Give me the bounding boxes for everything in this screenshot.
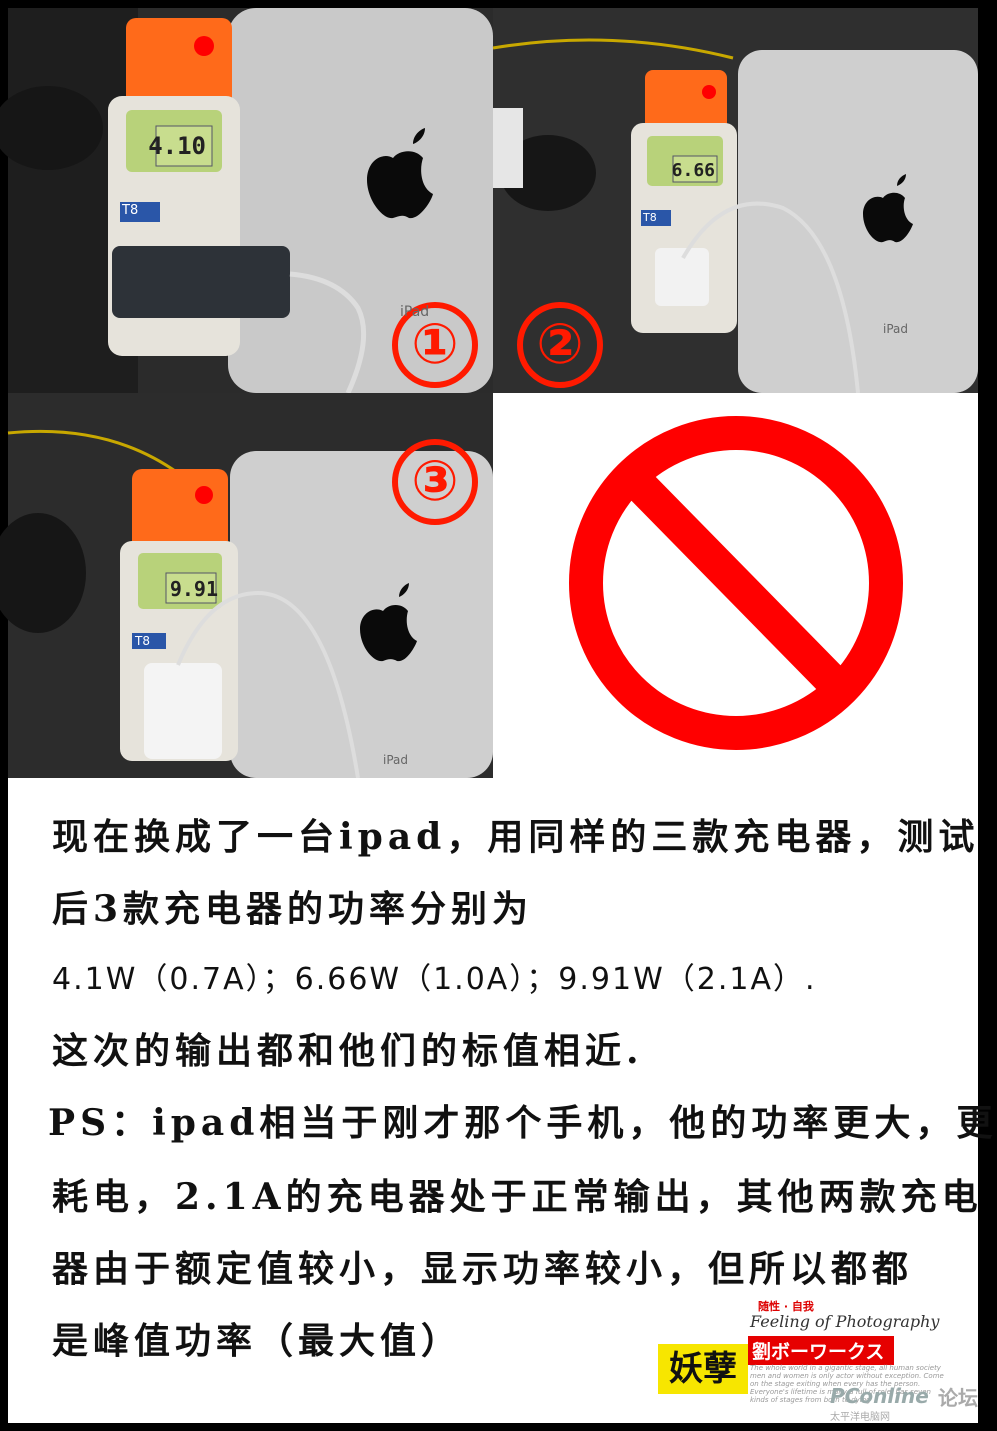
photo-panel-1: ① 4.10 T8 iPad bbox=[0, 8, 493, 395]
caption-line-5: PS：ipad相当于刚才那个手机，他的功率更大，更 bbox=[48, 1102, 997, 1144]
caption-line-1: 现在换成了一台ipad，用同样的三款充电器，测试 bbox=[52, 816, 980, 858]
meter-reading-1: 4.10 bbox=[148, 132, 206, 160]
prohibition-sign-icon bbox=[569, 416, 903, 750]
prohibition-panel bbox=[493, 393, 978, 778]
photo-meter-ipad-3 bbox=[0, 393, 493, 779]
ipad-brand-text-2: iPad bbox=[883, 322, 909, 336]
circled-number-1: ① bbox=[392, 302, 478, 388]
caption-text-area: 现在换成了一台ipad，用同样的三款充电器，测试 后3款充电器的功率分别为 4.… bbox=[8, 778, 992, 1423]
signature-jp: 劉ボーワークス bbox=[748, 1336, 895, 1365]
signature-small-text: The whole world in a gigantic stage, all… bbox=[750, 1364, 944, 1404]
caption-line-3: 4.1W（0.7A）；6.66W（1.0A）；9.91W（2.1A）. bbox=[52, 962, 817, 997]
watermark-cn: 太平洋电脑网 bbox=[830, 1412, 890, 1423]
caption-line-8: 是峰值功率（最大值） bbox=[52, 1320, 463, 1362]
signature-name: 妖孽 bbox=[658, 1344, 748, 1394]
photo-meter-ipad-1 bbox=[0, 8, 493, 395]
watermark-brand: PConline bbox=[830, 1384, 929, 1408]
caption-line-6: 耗电，2.1A的充电器处于正常输出，其他两款充电 bbox=[52, 1176, 983, 1218]
photographer-signature: 妖孽 随性 · 自我 Feeling of Photography 劉ボーワーク… bbox=[658, 1298, 978, 1423]
photo-meter-ipad-2 bbox=[492, 8, 978, 394]
meter-reading-3: 9.91 bbox=[169, 577, 218, 601]
ipad-brand-text-1: iPad bbox=[400, 304, 430, 320]
photo-panel-2: ② 6.66 T8 iPad bbox=[492, 8, 978, 394]
caption-line-2: 后3款充电器的功率分别为 bbox=[52, 888, 534, 930]
ipad-brand-text-3: iPad bbox=[383, 753, 409, 767]
circled-number-3: ③ bbox=[392, 439, 478, 525]
photo-panel-3: ③ 9.91 T8 iPad bbox=[0, 393, 493, 779]
meter-reading-2: 6.66 bbox=[671, 160, 715, 181]
signature-feeling: Feeling of Photography bbox=[750, 1312, 940, 1331]
meter-model-label-3: T8 bbox=[135, 634, 150, 648]
caption-line-7: 器由于额定值较小，显示功率较小，但所以都都 bbox=[52, 1248, 914, 1290]
caption-line-4: 这次的输出都和他们的标值相近. bbox=[52, 1030, 644, 1072]
circled-number-2: ② bbox=[517, 302, 603, 388]
meter-model-label-1: T8 bbox=[122, 203, 139, 218]
meter-model-label-2: T8 bbox=[643, 211, 657, 224]
watermark-forum: 论坛 bbox=[938, 1386, 978, 1410]
signature-tagline: 随性 · 自我 bbox=[758, 1300, 814, 1313]
